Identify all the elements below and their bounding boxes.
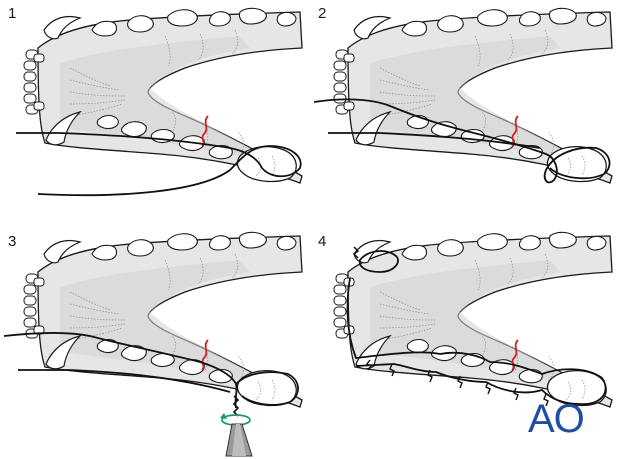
wire — [3, 332, 299, 409]
wire — [313, 98, 611, 184]
canine-wire-loop — [358, 250, 399, 273]
panel-2: 2 — [313, 5, 613, 184]
step-number: 2 — [318, 5, 326, 22]
step-number: 4 — [318, 233, 326, 250]
step-number: 1 — [8, 5, 16, 22]
panel-4: 4 — [318, 231, 613, 408]
wire — [16, 132, 302, 197]
step-number: 3 — [8, 233, 16, 250]
wire-lower — [18, 369, 231, 393]
mandible-illustration — [333, 7, 613, 184]
fracture-line — [511, 339, 519, 371]
twisted-wire-knots — [365, 359, 549, 407]
ao-logo: AO — [528, 397, 584, 441]
twisted-wire-ends — [232, 395, 240, 417]
panel-3: 3 — [3, 231, 303, 457]
splint-wire — [346, 277, 607, 405]
wire-lower — [328, 132, 541, 149]
rotation-arrow-icon — [220, 413, 251, 426]
mandible-illustration — [23, 231, 303, 408]
panel-1: 1 — [8, 5, 303, 197]
fracture-line — [201, 339, 209, 371]
fracture-line — [201, 115, 209, 147]
fracture-line — [511, 115, 519, 147]
mandible-illustration — [23, 7, 303, 184]
needle-holder-icon — [225, 423, 253, 457]
